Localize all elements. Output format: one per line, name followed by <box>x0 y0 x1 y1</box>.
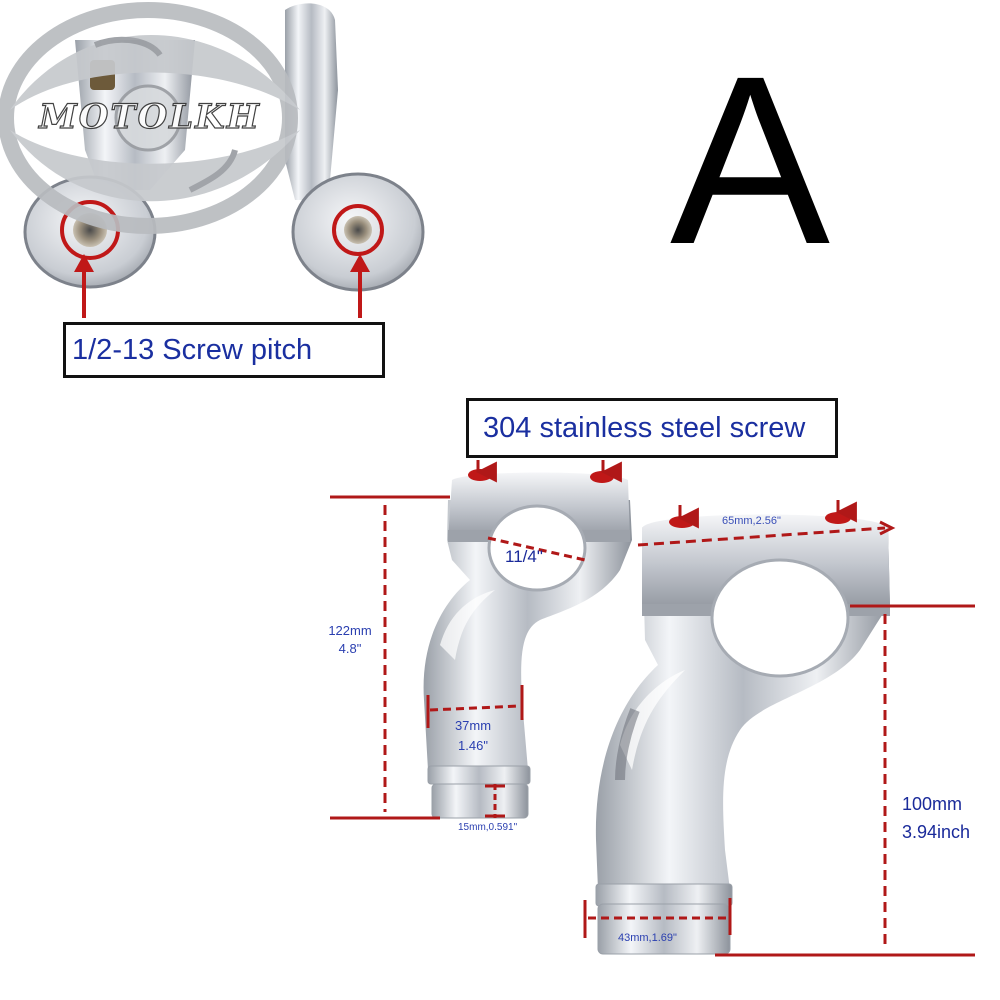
dimension-total-height-mm: 122mm <box>328 623 372 638</box>
dimension-lines <box>330 460 975 957</box>
riser-right <box>595 512 890 955</box>
dimension-rise-height: 100mm 3.94inch <box>902 790 970 846</box>
dimension-collar-height: 15mm,0.591" <box>458 822 518 833</box>
dimension-rise-height-in: 3.94inch <box>902 822 971 842</box>
variant-letter: A <box>669 26 831 294</box>
dimension-neck-width-mm: 37mm <box>454 718 492 733</box>
brand-logo: MOTOLKH <box>0 2 300 234</box>
dimension-rise-height-mm: 100mm <box>902 794 963 814</box>
dimension-bore: 11/4" <box>505 547 543 566</box>
riser-left <box>423 469 632 819</box>
dimension-total-height: 122mm 4.8" <box>325 622 375 658</box>
stainless-screw-label: 304 stainless steel screw <box>466 398 838 458</box>
dimension-clamp-width: 65mm,2.56" <box>722 515 781 527</box>
dimension-neck-width-in: 1.46" <box>458 738 488 753</box>
screw-pitch-label: 1/2-13 Screw pitch <box>63 322 385 378</box>
thread-hole-right <box>332 204 384 256</box>
logo-text: MOTOLKH <box>38 97 261 137</box>
dimension-base-diameter: 43mm,1.69" <box>618 932 677 944</box>
dimension-neck-width: 37mm 1.46" <box>448 716 498 756</box>
dimension-total-height-in: 4.8" <box>338 641 362 656</box>
